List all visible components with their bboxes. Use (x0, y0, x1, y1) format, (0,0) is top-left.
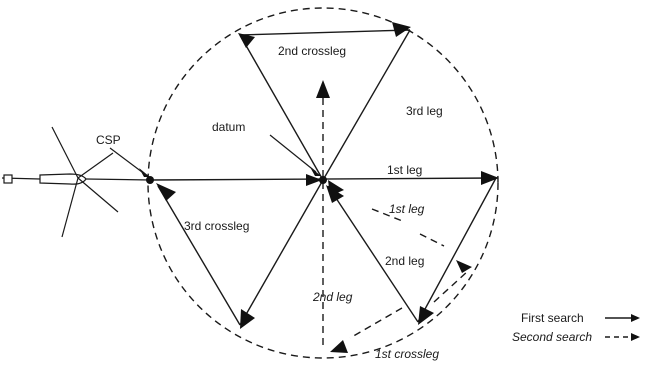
first-crossleg-line (327, 185, 419, 323)
arrowheads (139, 22, 499, 353)
second-leg-italic-label: 2nd leg (312, 290, 353, 304)
second-crossleg-label: 2nd crossleg (278, 44, 346, 58)
second-leg-line (417, 177, 497, 323)
third-leg-label: 3rd leg (406, 104, 443, 118)
second-search-track (322, 92, 469, 345)
second-search-diagonal-3 (433, 270, 469, 303)
second-search-diagonal-4 (349, 307, 403, 339)
arrowhead-up-dashed (316, 80, 330, 98)
datum-point (319, 176, 327, 184)
csp-label: CSP (96, 133, 121, 147)
legend: First search Second search (512, 311, 640, 344)
arrowhead-third-crossleg-down (240, 309, 255, 329)
third-leg-line (322, 29, 411, 181)
search-area-circle (147, 7, 499, 359)
third-crossleg-line (239, 179, 324, 326)
legend-first-search-label: First search (521, 311, 584, 325)
arrowhead-second-crossleg-left (238, 33, 255, 48)
legend-second-search-label: Second search (512, 330, 592, 344)
arrowhead-first-crossleg-up (326, 185, 344, 203)
helicopter-icon (1, 126, 151, 238)
third-crossleg-return-line (157, 185, 241, 326)
second-search-diagonal-1 (371, 208, 406, 223)
datum-pointer-line (269, 134, 317, 173)
third-crossleg-label: 3rd crossleg (184, 219, 249, 233)
arrowhead-first-leg-mid (306, 174, 322, 186)
datum-label: datum (212, 120, 245, 134)
second-crossleg-line (239, 29, 411, 36)
first-leg-italic-label: 1st leg (389, 202, 425, 216)
second-crossleg-return-line (239, 34, 324, 181)
arrowhead-second-leg-down (418, 306, 434, 325)
second-search-diagonal-2 (419, 233, 445, 247)
first-leg-label: 1st leg (387, 163, 422, 177)
legend-first-search-arrowhead (631, 314, 640, 322)
csp-pointer-line (109, 147, 147, 176)
csp-point (146, 176, 154, 184)
arrowhead-first-leg-end (481, 171, 499, 185)
first-search-track (149, 29, 497, 326)
arrowhead-third-crossleg-return (156, 183, 176, 201)
second-leg-label: 2nd leg (385, 254, 424, 268)
arrowhead-dashed-diag (456, 260, 472, 273)
arrowhead-csp-pointer (139, 168, 150, 177)
arrowhead-third-leg-top (392, 22, 411, 37)
arrowhead-bottom-dashed (330, 340, 348, 353)
legend-second-search-arrowhead (631, 333, 640, 341)
first-crossleg-italic-label: 1st crossleg (375, 347, 439, 361)
